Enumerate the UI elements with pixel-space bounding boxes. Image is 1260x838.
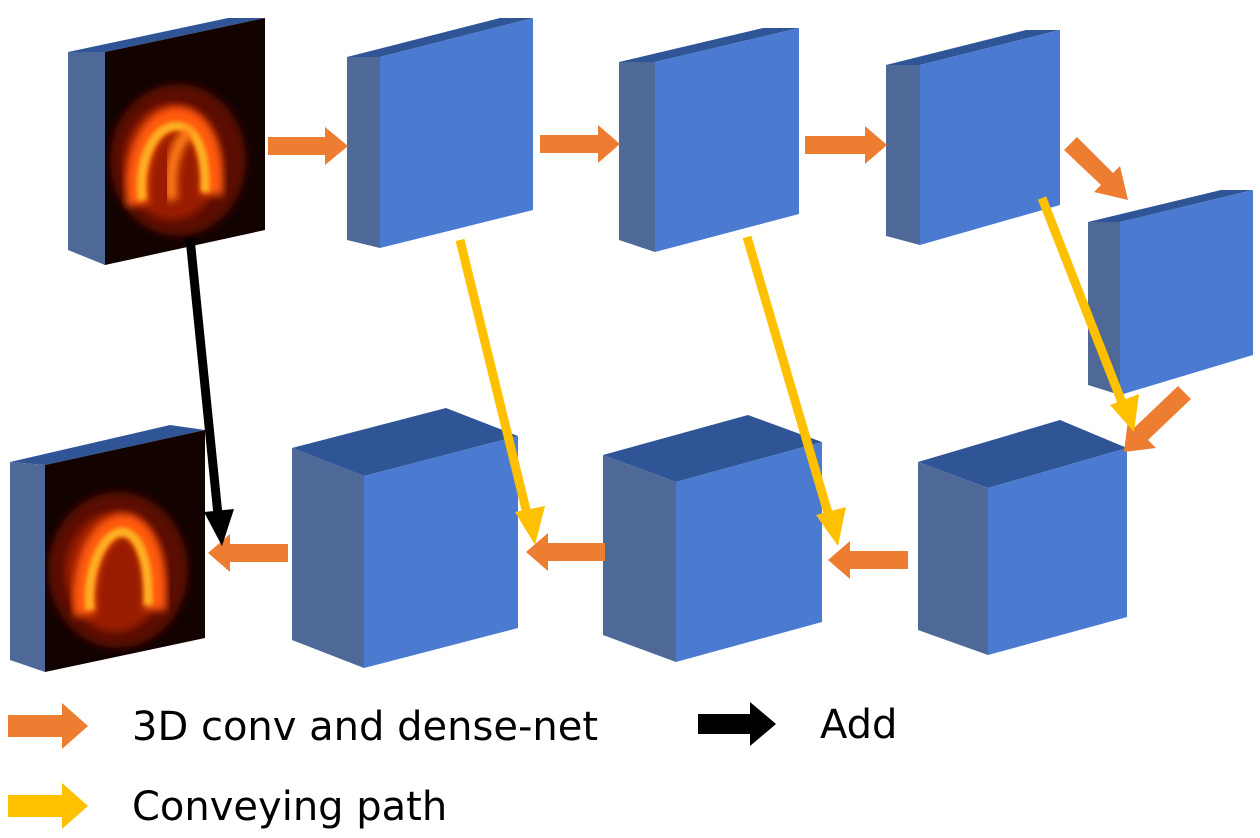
pet-heart-image: [48, 492, 188, 648]
cube-side-face: [619, 62, 655, 252]
cube-side-face: [10, 462, 45, 672]
legend: 3D conv and dense-net Add Conveying path: [8, 702, 897, 830]
legend-convey-arrow-icon: [8, 783, 88, 829]
encoder-block-2: [619, 28, 799, 252]
conv-arrow: [526, 533, 605, 571]
conv-arrow: [1124, 386, 1191, 452]
legend-item-add: Add: [698, 702, 897, 748]
legend-convey-label: Conveying path: [132, 784, 447, 830]
legend-item-conv: 3D conv and dense-net: [8, 703, 598, 750]
cube-side-face: [292, 448, 364, 668]
conv-arrow: [208, 534, 288, 572]
input-pet-volume: [68, 18, 265, 265]
legend-conv-label: 3D conv and dense-net: [132, 704, 598, 750]
cube-front-face: [380, 18, 533, 248]
conv-arrow: [1064, 137, 1128, 200]
legend-item-convey: Conveying path: [8, 783, 447, 830]
cube-front-face: [920, 30, 1060, 245]
conveying-path-arrow: [1037, 196, 1139, 432]
cube-top-face: [886, 30, 1060, 65]
encoder-block-3: [886, 30, 1060, 245]
conv-arrow: [540, 125, 620, 163]
pet-heart-image: [110, 84, 246, 236]
cube-top-face: [347, 18, 533, 57]
encoder-block-1: [347, 18, 533, 248]
cube-front-face: [988, 448, 1127, 655]
cube-top-face: [918, 420, 1127, 488]
decoder-block-2: [603, 415, 822, 662]
conveying-path-arrow: [742, 235, 846, 546]
cube-top-face: [619, 28, 799, 62]
cube-side-face: [347, 57, 380, 248]
cube-top-face: [1088, 190, 1253, 222]
legend-conv-arrow-icon: [8, 703, 88, 749]
cube-top-face: [10, 425, 205, 465]
output-pet-volume: [10, 425, 205, 672]
conveying-path-arrow: [455, 238, 545, 545]
cube-front-face: [676, 442, 822, 662]
cube-front-face: [1120, 190, 1253, 395]
add-arrow: [185, 237, 234, 546]
cube-top-face: [603, 415, 822, 482]
conv-arrow: [828, 541, 908, 579]
cube-front-face: [364, 436, 518, 668]
decoder-block-1: [292, 408, 518, 668]
conv-arrow: [805, 126, 887, 164]
cube-side-face: [68, 52, 105, 265]
cube-side-face: [918, 462, 988, 655]
cube-front-face: [655, 28, 799, 252]
decoder-block-3: [918, 420, 1127, 655]
cube-side-face: [1088, 222, 1120, 395]
cube-top-face: [68, 18, 265, 52]
conv-arrow: [268, 127, 348, 165]
bottleneck-block: [1088, 190, 1253, 395]
cube-top-face: [292, 408, 518, 476]
cube-side-face: [603, 455, 676, 662]
legend-add-label: Add: [820, 702, 897, 748]
legend-add-arrow-icon: [698, 702, 776, 746]
cube-side-face: [886, 65, 920, 245]
